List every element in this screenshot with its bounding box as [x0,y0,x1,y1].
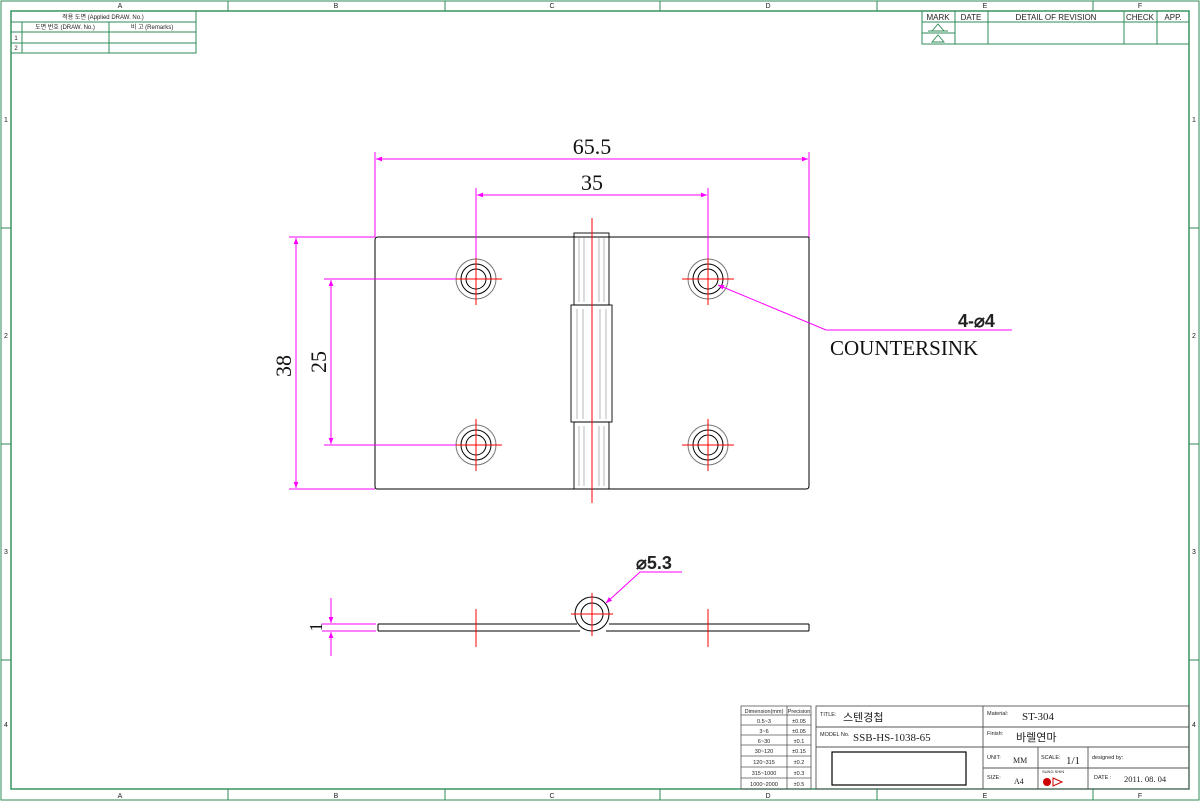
zone-row-1-left: 1 [4,117,8,124]
applied-table-title: 적용 도면 (Applied DRAW. No.) [62,13,144,21]
revision-col-check: CHECK [1126,13,1155,22]
countersink-hole-bl [450,419,502,471]
designed-by-label: designed by: [1092,755,1124,761]
pin-diameter-callout: ⌀5.3 [636,553,672,573]
applied-table-col-drawno: 도면 번호 (DRAW. No.) [35,23,95,31]
company-logo-text: SUNG SHIN [1042,769,1064,774]
zone-row-1-right: 1 [1192,117,1196,124]
zone-col-d-bottom: D [765,793,770,800]
dim-hole-spacing-x: 35 [581,170,603,195]
tol-row-1-value: ±0.05 [792,719,806,725]
hole-callout-countersink: COUNTERSINK [830,336,978,360]
countersink-hole-br [682,419,734,471]
tol-row-1-range: 0.5~3 [757,719,771,725]
hinge-side-view [322,571,810,656]
zone-col-c-bottom: C [549,793,554,800]
zone-row-4-left: 4 [4,722,8,729]
tol-row-7-value: ±0.5 [794,782,805,788]
material-label: Material: [987,711,1009,717]
applied-table-col-remarks: 비 고 (Remarks) [131,23,173,31]
zone-row-2-left: 2 [4,333,8,340]
size-label: SIZE: [987,775,1001,781]
title-block: TITLE: MODEL No. Material: Finish: UNIT:… [815,705,1190,790]
unit-value: MM [1013,756,1027,765]
company-logo-icon [1043,777,1064,787]
title-value: 스텐경첩 [843,711,883,724]
dim-hole-spacing-y: 25 [306,351,331,373]
date-value: 2011. 08. 04 [1124,774,1167,784]
dim-overall-height: 38 [271,355,296,377]
zone-row-2-right: 2 [1192,333,1196,340]
tol-row-2-range: 3~6 [759,729,768,735]
zone-col-f-bottom: F [1138,793,1142,800]
zone-col-c-top: C [549,3,554,10]
tol-row-4-value: ±0.15 [792,749,806,755]
zone-row-3-left: 3 [4,549,8,556]
tol-header-dimension: Dimension(mm) [745,709,784,715]
revision-col-app: APP. [1164,13,1181,22]
material-value: ST-304 [1022,711,1054,723]
scale-label: SCALE: [1041,755,1061,761]
applied-table-row-2: 2 [14,46,18,52]
title-label: TITLE: [820,712,837,718]
tol-row-6-value: ±0.3 [794,771,805,777]
tol-row-3-range: 6~30 [758,739,770,745]
finish-value: 바렐연마 [1016,731,1056,744]
knuckle-shading-lines [576,237,607,486]
countersink-hole-tr [682,253,734,305]
model-value: SSB-HS-1038-65 [853,732,931,744]
applied-table-row-1: 1 [14,36,18,42]
zone-col-b-top: B [334,3,339,10]
tol-row-4-range: 30~120 [755,749,774,755]
tolerance-table: Dimension(mm) Precision 0.5~3 ±0.05 3~6 … [740,705,812,790]
zone-col-f-top: F [1138,3,1142,10]
zone-col-e-top: E [983,3,988,10]
scale-value: 1/1 [1066,755,1080,767]
unit-label: UNIT: [987,755,1001,761]
front-view-dimensions [289,152,1012,490]
tol-header-precision: Precision [788,709,811,715]
tol-row-5-range: 120~315 [753,760,775,766]
zone-col-d-top: D [765,3,770,10]
revision-table: MARK DATE DETAIL OF REVISION CHECK APP. [921,10,1190,45]
revision-triangle-icons [928,23,948,43]
zone-col-a-top: A [118,3,123,10]
date-label: DATE : [1094,775,1112,781]
zone-row-3-right: 3 [1192,549,1196,556]
revision-col-mark: MARK [926,13,950,22]
tol-row-3-value: ±0.1 [794,739,805,745]
countersink-hole-tl [450,253,502,305]
dim-thickness: 1 [306,623,326,632]
tol-row-7-range: 1000~2000 [750,782,778,788]
hinge-front-view [374,218,810,503]
hinge-plate-outline [374,236,810,490]
zone-col-e-bottom: E [983,793,988,800]
zone-col-b-bottom: B [334,793,339,800]
zone-col-a-bottom: A [118,793,123,800]
applied-drawing-table: 적용 도면 (Applied DRAW. No.) 도면 번호 (DRAW. N… [10,10,197,54]
dim-overall-width: 65.5 [573,134,612,159]
revision-col-detail: DETAIL OF REVISION [1016,13,1097,22]
size-value: A4 [1014,777,1024,786]
hole-callout-qty: 4-⌀4 [958,311,995,331]
revision-col-date: DATE [961,13,982,22]
tol-row-2-value: ±0.05 [792,729,806,735]
model-label: MODEL No. [820,732,850,738]
finish-label: Finish: [987,731,1004,737]
zone-row-4-right: 4 [1192,722,1196,729]
tol-row-5-value: ±0.2 [794,760,805,766]
tol-row-6-range: 315~1000 [752,771,777,777]
